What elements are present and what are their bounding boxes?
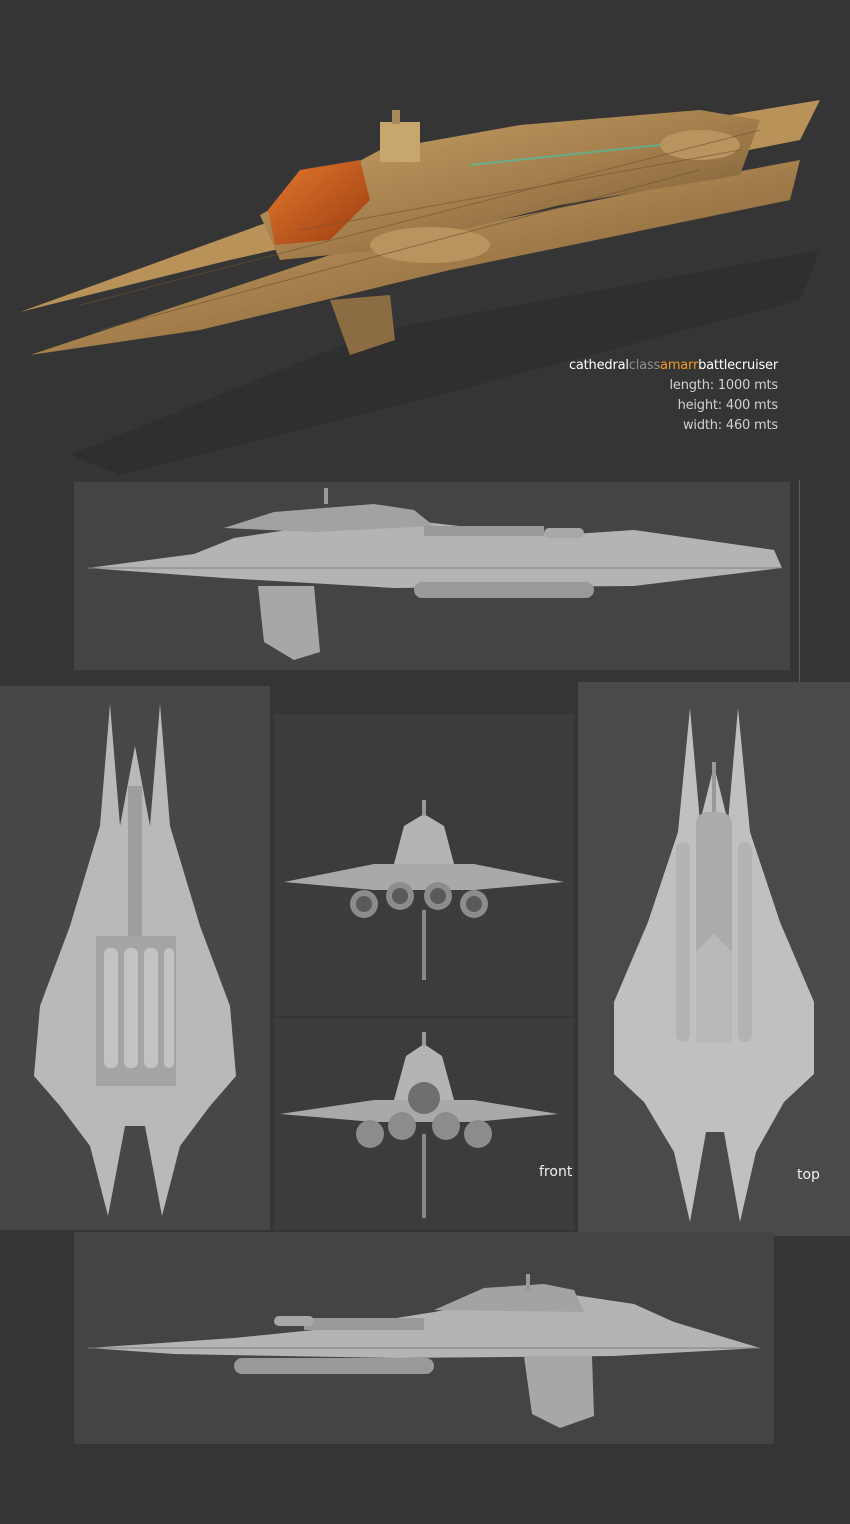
ship-height: height: 400 mts [677,398,779,413]
front-view-model-upper [284,800,564,980]
front-view-panel-upper [274,714,574,1016]
bottom-view-model [34,704,236,1216]
bottom-view-panel [0,686,270,1230]
ship-name-part-4: battlecruiser [698,358,778,373]
battlecruiser-render [20,100,820,475]
divider-line [799,480,800,740]
top-view-model [614,708,814,1222]
top-view-panel [578,682,850,1236]
side-view-model-upper [88,488,782,660]
ship-name: cathedralclassamarrbattlecruiser [569,356,778,376]
ship-spec-caption: cathedralclassamarrbattlecruiser length:… [569,356,778,436]
side-view-panel-upper [74,482,790,670]
ship-width: width: 460 mts [682,418,778,433]
hero-render-panel [0,0,850,480]
ship-name-part-3: amarr [660,358,699,373]
front-view-model-lower [280,1032,558,1218]
front-view-label: front [539,1164,573,1180]
ship-name-part-2: class [628,358,661,373]
front-view-panel-lower [274,1018,574,1230]
ship-name-part-1: cathedral [568,358,629,373]
top-view-label: top [797,1167,820,1183]
side-view-model-lower [88,1274,760,1428]
side-view-panel-lower [74,1232,774,1444]
ship-length: length: 1000 mts [669,378,779,393]
